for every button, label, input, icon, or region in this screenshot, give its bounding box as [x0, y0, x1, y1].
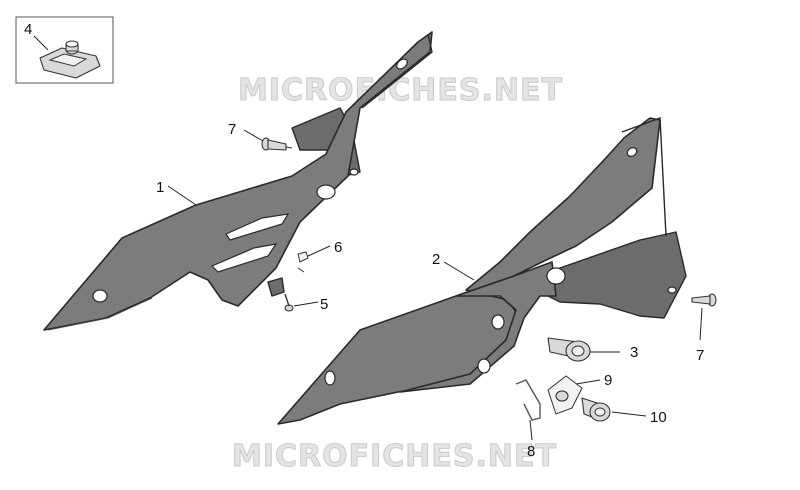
- callout-label-1: 1: [156, 179, 164, 196]
- spring-clip-icon: [515, 379, 541, 421]
- panel-hole: [316, 184, 336, 200]
- screw-icon: [261, 137, 293, 151]
- panel-hole: [349, 168, 359, 176]
- watermark-top: MICROFICHES.NET: [238, 73, 563, 108]
- panel-hole: [396, 58, 408, 70]
- callout-label-7: 7: [696, 347, 704, 364]
- left-side-panel: [43, 31, 433, 331]
- right-side-panel: [277, 117, 687, 425]
- panel-hole: [92, 289, 108, 303]
- panel-hole: [667, 286, 677, 294]
- callout-label-4: 4: [24, 21, 32, 38]
- screw-icon: [691, 293, 717, 307]
- panel-slot: [225, 213, 290, 241]
- panel-hole: [626, 147, 638, 157]
- watermark-bottom: MICROFICHES.NET: [232, 439, 557, 474]
- clip-nut-icon: [39, 40, 101, 79]
- callout-label-10: 10: [650, 409, 667, 426]
- plate-icon: [547, 375, 583, 415]
- panel-hole: [491, 314, 505, 330]
- panel-hole: [546, 267, 566, 285]
- panel-slot: [210, 243, 278, 273]
- panel-hole: [324, 370, 336, 386]
- callout-label-8: 8: [527, 443, 535, 460]
- panel-hole: [477, 358, 491, 374]
- callout-label-5: 5: [320, 296, 328, 313]
- grommet-icon: [581, 397, 611, 422]
- callout-label-2: 2: [432, 251, 440, 268]
- callout-label-7: 7: [228, 121, 236, 138]
- callout-label-3: 3: [630, 344, 638, 361]
- callout-label-9: 9: [604, 372, 612, 389]
- inset-box: 4: [15, 16, 114, 84]
- callout-label-6: 6: [334, 239, 342, 256]
- grommet-icon: [547, 337, 591, 362]
- screw-icon: [284, 293, 294, 312]
- clip-icon: [297, 251, 309, 273]
